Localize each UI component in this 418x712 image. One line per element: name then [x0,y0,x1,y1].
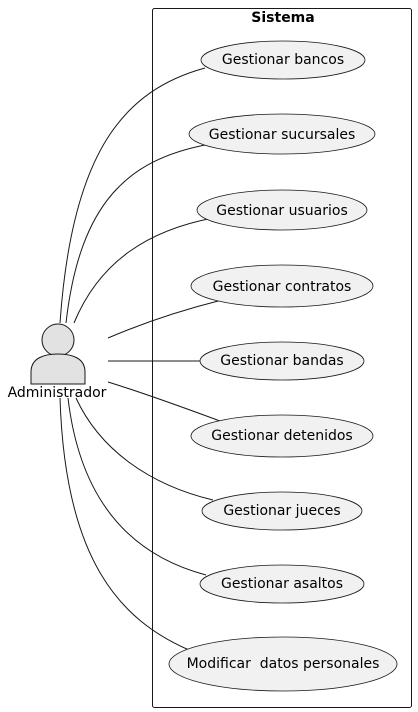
use-case-label: Gestionar bandas [220,353,343,369]
association-line [107,299,223,339]
use-case-ellipse [190,414,374,458]
use-case-label: Gestionar asaltos [221,576,343,592]
use-case-ellipse [190,264,374,308]
use-case-ellipse [201,491,363,531]
use-case-modificar-datos-personales[interactable]: Modificar datos personales [168,636,398,692]
use-case-label: Gestionar sucursales [209,127,356,143]
use-case-gestionar-sucursales[interactable]: Gestionar sucursales [188,113,376,155]
use-case-label: Gestionar jueces [223,503,340,519]
use-case-label: Gestionar detenidos [211,428,352,444]
use-case-ellipse [200,40,366,80]
use-case-gestionar-jueces[interactable]: Gestionar jueces [201,491,363,531]
associations [59,67,223,651]
use-case-gestionar-contratos[interactable]: Gestionar contratos [190,264,374,308]
actor-body-icon [30,353,86,385]
use-case-gestionar-usuarios[interactable]: Gestionar usuarios [196,189,368,231]
use-case-ellipse [188,113,376,155]
actor-head-icon [41,323,75,357]
use-case-ellipse [199,341,365,381]
actor-name: Administrador [8,385,107,401]
use-case-ellipse [196,189,368,231]
use-case-ellipse [168,636,398,692]
use-case-label: Modificar datos personales [187,656,380,672]
use-case-gestionar-bandas[interactable]: Gestionar bandas [199,341,365,381]
use-case-gestionar-asaltos[interactable]: Gestionar asaltos [199,564,365,604]
use-case-gestionar-bancos[interactable]: Gestionar bancos [200,40,366,80]
association-line [67,397,207,576]
association-line [107,381,221,422]
system-title: Sistema [251,10,314,26]
actor-administrador[interactable]: Administrador [8,323,107,401]
association-line [73,217,214,324]
use-case-label: Gestionar bancos [222,52,344,68]
use-case-label: Gestionar contratos [213,279,352,295]
use-case-label: Gestionar usuarios [216,203,347,219]
association-line [59,67,206,324]
association-line [65,144,206,324]
use-case-gestionar-detenidos[interactable]: Gestionar detenidos [190,414,374,458]
association-line [75,397,214,501]
association-line [59,397,190,651]
use-case-ellipse [199,564,365,604]
